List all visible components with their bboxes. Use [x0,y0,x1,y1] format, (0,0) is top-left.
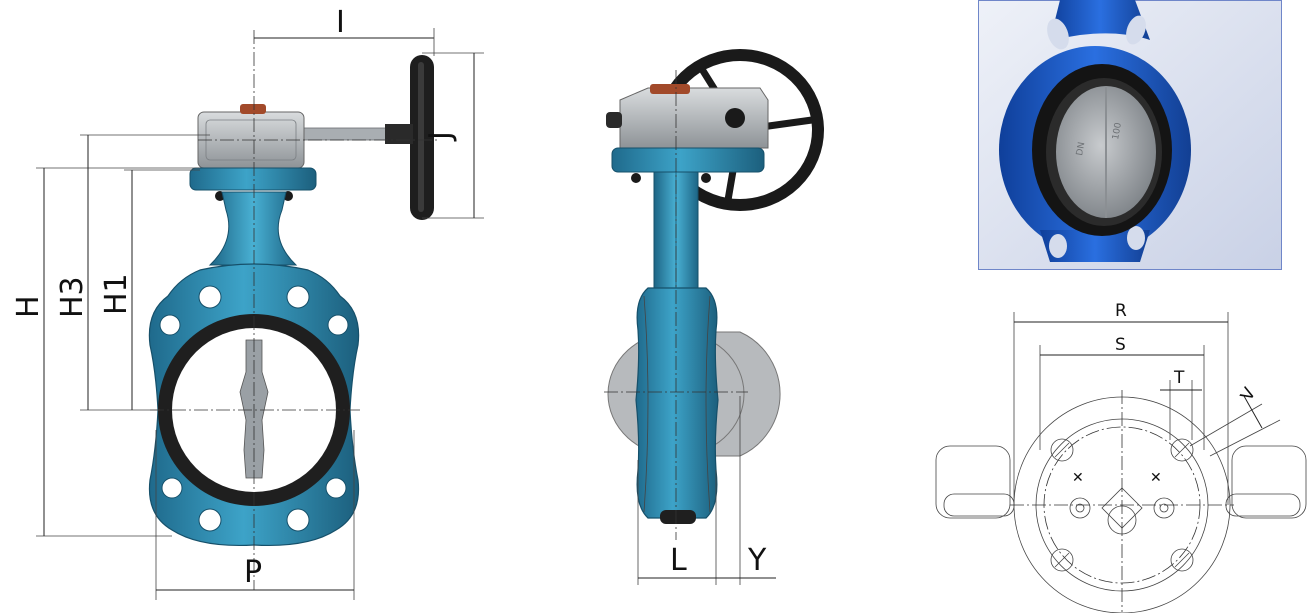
dim-label-p: P [244,555,262,590]
flange-view: ✕ ✕ R S T V [935,301,1307,613]
svg-text:✕: ✕ [1150,470,1162,486]
side-view: L Y [604,49,824,585]
dim-label-j: J [423,131,458,142]
dim-label-s: S [1115,335,1126,355]
dim-label-t: T [1173,368,1185,388]
bolt-holes-front [159,285,349,532]
svg-text:✕: ✕ [1072,470,1084,486]
valve-body-side [635,287,719,519]
top-flange-side [611,147,765,173]
dim-label-h1: H1 [99,273,134,315]
product-photo: DN 100 [978,0,1282,270]
dim-label-l: L [670,543,687,578]
dim-label-y: Y [747,543,767,578]
dim-label-i: I [336,5,345,40]
top-flange-front [189,167,317,191]
photo-disc-mark-1: DN [1075,141,1087,156]
front-view: I J H H3 H1 P [11,5,484,600]
gearbox-side [619,87,769,149]
dim-label-v: V [1237,384,1260,404]
photo-disc-mark-2: 100 [1111,122,1124,141]
dim-label-h: H [11,295,46,318]
flange-bolt-holes [1050,438,1194,572]
neck-front [208,191,298,266]
dim-label-r: R [1115,301,1127,321]
dim-label-h3: H3 [55,276,90,318]
